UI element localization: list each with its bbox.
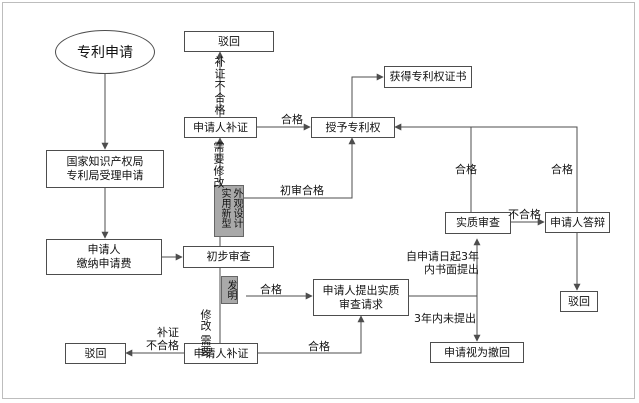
arrow-supplement-bottom-to-request xyxy=(258,315,365,354)
label-needs-modify-bottom: 修改 需要 xyxy=(199,309,212,357)
label-not-within-3-years: 3年内未提出 xyxy=(414,312,476,325)
label-supplement-fail-bottom: 补证 不合格 xyxy=(146,326,179,352)
label-pass-substantive: 合格 xyxy=(455,163,477,176)
node-get-certificate: 获得专利权证书 xyxy=(384,66,472,88)
node-rejected-bottom: 驳回 xyxy=(65,343,126,364)
node-grant-patent: 授予专利权 xyxy=(311,117,395,138)
diagram-frame xyxy=(2,2,635,399)
node-deemed-withdrawn: 申请视为撤回 xyxy=(430,342,524,363)
node-sipo-accept: 国家知识产权局 专利局受理申请 xyxy=(46,150,164,188)
design-utility-text: 外观设计 实用新型 xyxy=(219,188,242,228)
node-substantive-exam: 实质审查 xyxy=(445,212,511,234)
node-rejected-right: 驳回 xyxy=(560,291,598,312)
arrow-grant-to-certificate xyxy=(351,73,384,117)
label-pass-top: 合格 xyxy=(281,113,303,126)
label-pass-invention: 合格 xyxy=(260,283,282,296)
label-preliminary-pass: 初审合格 xyxy=(280,184,324,197)
label-pass-defense: 合格 xyxy=(551,163,573,176)
label-pass-bottom: 合格 xyxy=(308,340,330,353)
node-supplement-bottom: 申请人补证 xyxy=(184,343,258,364)
node-applicant-defense: 申请人答辩 xyxy=(545,212,610,233)
node-design-utility: 外观设计 实用新型 xyxy=(214,185,244,237)
node-invention: 发明 xyxy=(221,276,238,304)
node-pay-fee: 申请人 缴纳申请费 xyxy=(46,239,162,275)
label-within-3-years: 自申请日起3年 内书面提出 xyxy=(406,250,479,276)
arrow-preliminary-pass-to-grant xyxy=(243,137,356,199)
node-rejected-top: 驳回 xyxy=(184,31,274,52)
node-preliminary-exam: 初步审查 xyxy=(183,246,274,268)
invention-text: 发明 xyxy=(225,280,236,300)
label-supplement-fail-top: 补证不合格 xyxy=(213,56,226,116)
arrow-defense-to-grant xyxy=(471,126,578,212)
label-fail-defense: 不合格 xyxy=(508,208,541,221)
node-patent-application: 专利申请 xyxy=(55,30,155,74)
node-request-substantive: 申请人提出实质 审查请求 xyxy=(313,279,409,316)
label-needs-modify-top: 需要修改 xyxy=(212,141,225,189)
node-supplement-top: 申请人补证 xyxy=(184,117,257,138)
